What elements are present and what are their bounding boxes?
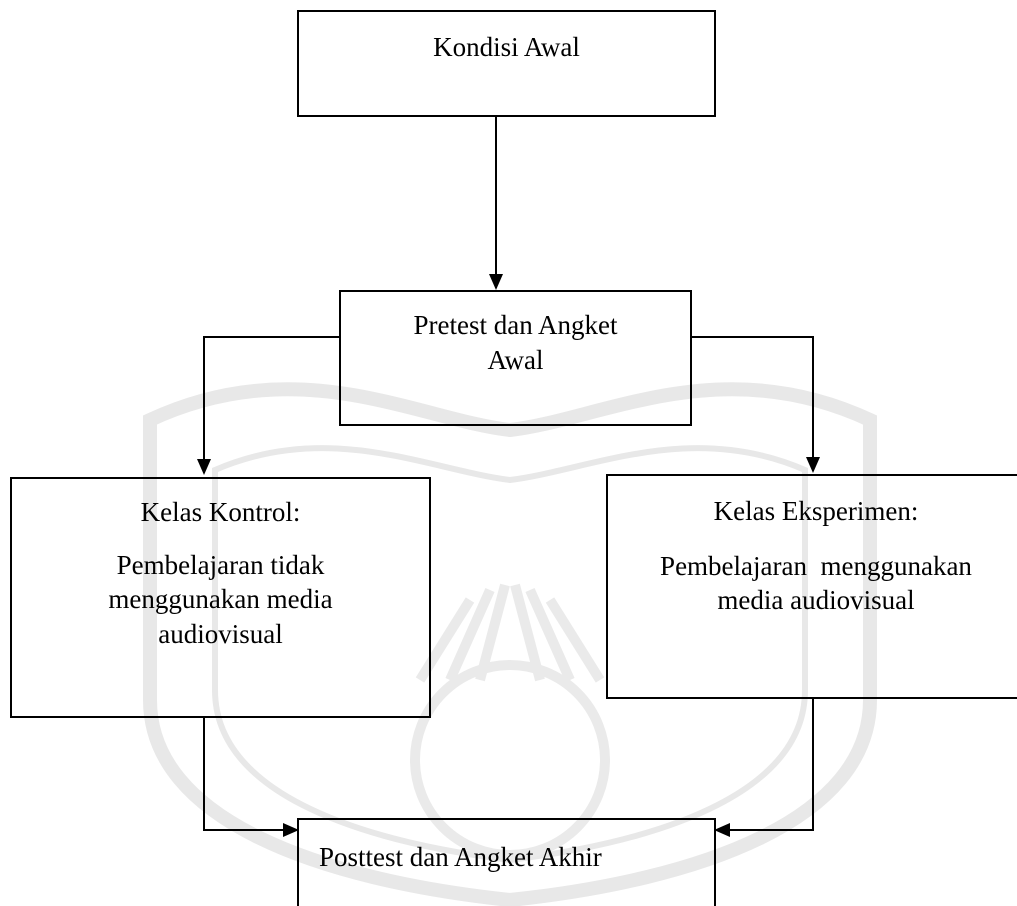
node-kondisi-awal: Kondisi Awal [297,10,716,117]
node-title: Kelas Eksperimen: [713,496,919,526]
node-pretest-angket-awal: Pretest dan Angket Awal [339,290,692,426]
node-kelas-eksperimen: Kelas Eksperimen: Pembelajaran menggunak… [606,474,1017,699]
node-line: Awal [487,344,544,375]
arrowhead-posttest-left [283,823,299,837]
arrow-pretest-to-eksperimen [692,336,814,471]
arrow-pretest-to-kontrol [203,336,339,473]
node-line: Pembelajaran tidak [116,549,325,580]
node-line: Pretest dan Angket [413,310,618,340]
arrowhead-pretest [489,274,503,290]
node-title: Kelas Kontrol: [140,497,301,527]
arrow-eksperimen-to-posttest [718,699,814,831]
arrowhead-kontrol [197,459,211,475]
node-posttest-angket-akhir: Posttest dan Angket Akhir [297,818,716,906]
node-title: Kondisi Awal [433,32,580,62]
node-line: Pembelajaran menggunakan [660,550,972,581]
arrowhead-posttest-right [714,823,730,837]
arrow-kontrol-to-posttest [203,718,295,831]
node-line: menggunakan media [108,584,333,615]
node-kelas-kontrol: Kelas Kontrol: Pembelajaran tidak menggu… [10,477,431,718]
arrowhead-eksperimen [806,457,820,473]
node-title: Posttest dan Angket Akhir [319,842,602,872]
node-line: audiovisual [158,618,283,649]
node-line: media audiovisual [717,585,915,616]
